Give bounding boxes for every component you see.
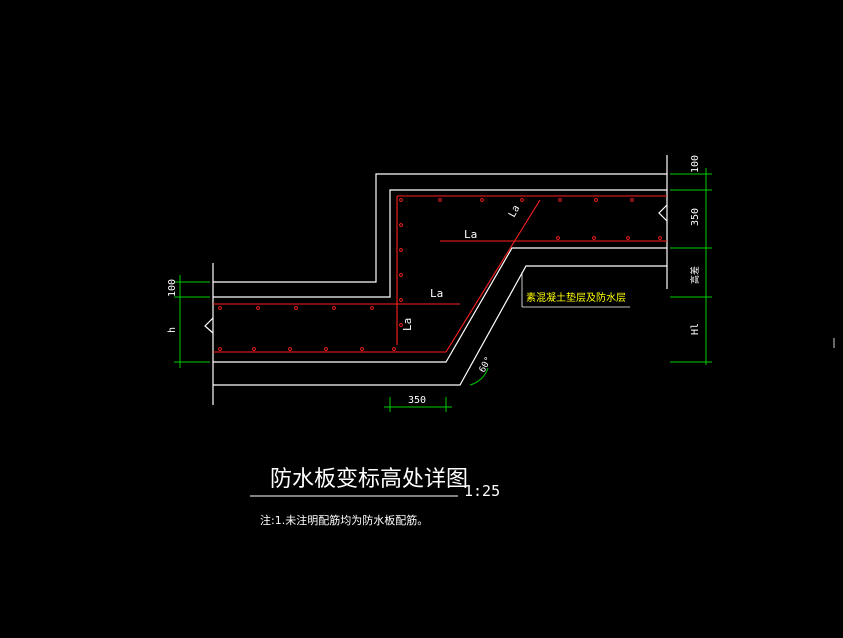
cushion-layer (213, 265, 667, 386)
title-block: 防水板变标高处详图 1:25 注:1.未注明配筋均为防水板配筋。 (250, 467, 500, 527)
rebar-group (213, 195, 667, 353)
dim-hl: Hl (690, 323, 701, 335)
la-label-upper: La (464, 228, 477, 241)
dim-top-350: 350 (690, 208, 701, 226)
dim-left-h: h (167, 327, 178, 333)
slab-outline (204, 155, 668, 405)
slab-bottom-surface (213, 247, 667, 363)
dimensions-left (174, 275, 210, 368)
la-label-diagonal: La (507, 204, 522, 220)
slab-top-surface (213, 173, 667, 283)
dimensions-right (670, 168, 712, 365)
la-label-middle: La (430, 287, 443, 300)
drawing-scale: 1:25 (464, 482, 500, 500)
drawing-title: 防水板变标高处详图 (270, 467, 468, 492)
dim-angle: 60° (478, 355, 494, 374)
dimensions-bottom (384, 367, 489, 412)
dim-bottom-350: 350 (408, 395, 426, 406)
dim-left-100: 100 (167, 279, 178, 297)
rebar-diagonal (445, 199, 541, 353)
drawing-note: 注:1.未注明配筋均为防水板配筋。 (260, 513, 428, 527)
dim-level-diff: 高差 (689, 266, 701, 284)
rebar-dots (218, 198, 662, 351)
la-label-vertical: La (401, 318, 414, 331)
right-break-mark (658, 204, 668, 222)
slab-inner-line (213, 189, 667, 298)
dim-top-100: 100 (690, 155, 701, 173)
callout-text: 素混凝土垫层及防水层 (526, 291, 626, 304)
left-break-mark (204, 317, 214, 334)
callout: 素混凝土垫层及防水层 (521, 272, 630, 308)
